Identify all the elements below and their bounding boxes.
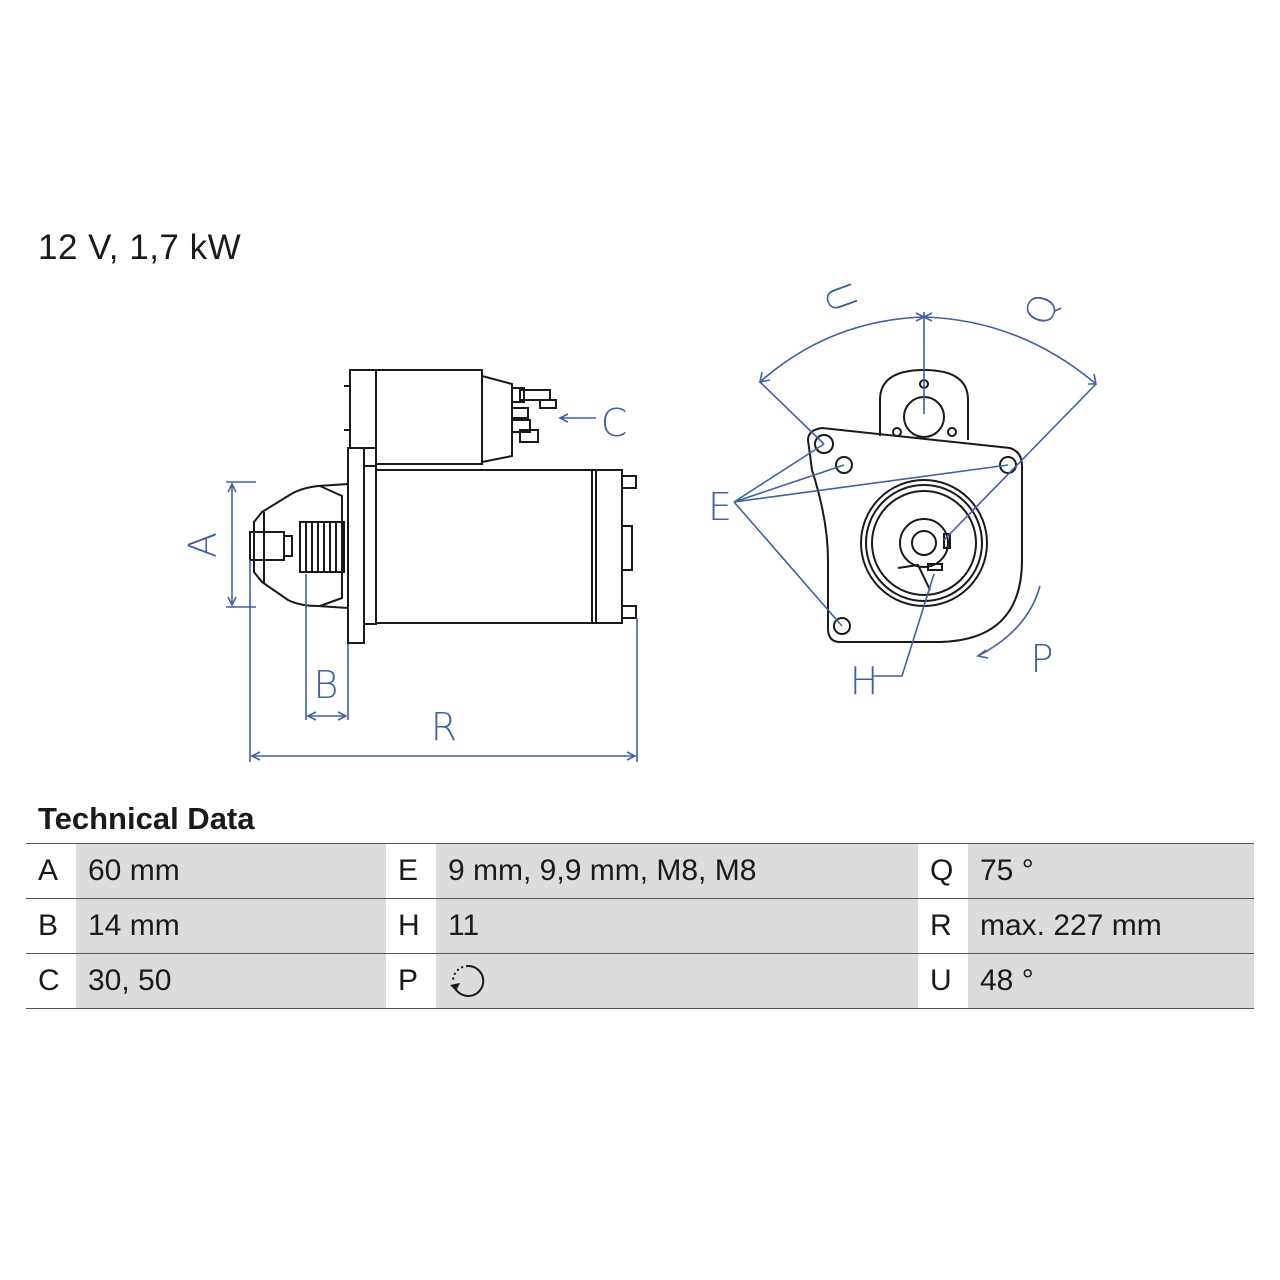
spec-key: H bbox=[386, 898, 436, 954]
label-b: B bbox=[314, 663, 339, 707]
spec-value: 60 mm bbox=[76, 843, 386, 899]
spec-key: Q bbox=[918, 843, 968, 899]
spec-value: max. 227 mm bbox=[968, 898, 1254, 954]
product-title: 12 V, 1,7 kW bbox=[38, 228, 242, 267]
spec-key: E bbox=[386, 843, 436, 899]
spec-key: C bbox=[26, 953, 76, 1009]
spec-value-rotation bbox=[436, 953, 918, 1009]
technical-data-table: A 60 mm E 9 mm, 9,9 mm, M8, M8 Q 75 ° B … bbox=[26, 843, 1254, 1009]
label-q: Q bbox=[1016, 288, 1068, 331]
technical-data-heading: Technical Data bbox=[38, 801, 255, 836]
spec-value: 14 mm bbox=[76, 898, 386, 954]
label-h: H bbox=[850, 659, 879, 703]
side-view bbox=[249, 369, 637, 644]
spec-value: 48 ° bbox=[968, 953, 1254, 1009]
label-c: C bbox=[601, 401, 628, 445]
spec-value: 30, 50 bbox=[76, 953, 386, 1009]
table-row: B 14 mm H 11 R max. 227 mm bbox=[26, 898, 1254, 954]
spec-value: 9 mm, 9,9 mm, M8, M8 bbox=[436, 843, 918, 899]
label-a: A bbox=[181, 532, 225, 558]
label-r: R bbox=[431, 705, 457, 749]
spec-value: 75 ° bbox=[968, 843, 1254, 899]
label-p: P bbox=[1031, 637, 1054, 681]
table-row: A 60 mm E 9 mm, 9,9 mm, M8, M8 Q 75 ° bbox=[26, 843, 1254, 899]
spec-key: R bbox=[918, 898, 968, 954]
spec-key: U bbox=[918, 953, 968, 1009]
end-view bbox=[806, 368, 1023, 643]
spec-key: A bbox=[26, 843, 76, 899]
starter-motor-drawing: A B C R E H P U Q bbox=[181, 277, 1097, 762]
end-view-dimensions bbox=[733, 312, 1097, 677]
label-e: E bbox=[708, 485, 732, 529]
spec-key: P bbox=[386, 953, 436, 1009]
rotation-direction-icon bbox=[450, 964, 485, 997]
spec-value: 11 bbox=[436, 898, 918, 954]
spec-key: B bbox=[26, 898, 76, 954]
label-u: U bbox=[815, 277, 866, 318]
table-row: C 30, 50 P U 48 ° bbox=[26, 953, 1254, 1009]
side-view-dimensions bbox=[226, 413, 638, 762]
